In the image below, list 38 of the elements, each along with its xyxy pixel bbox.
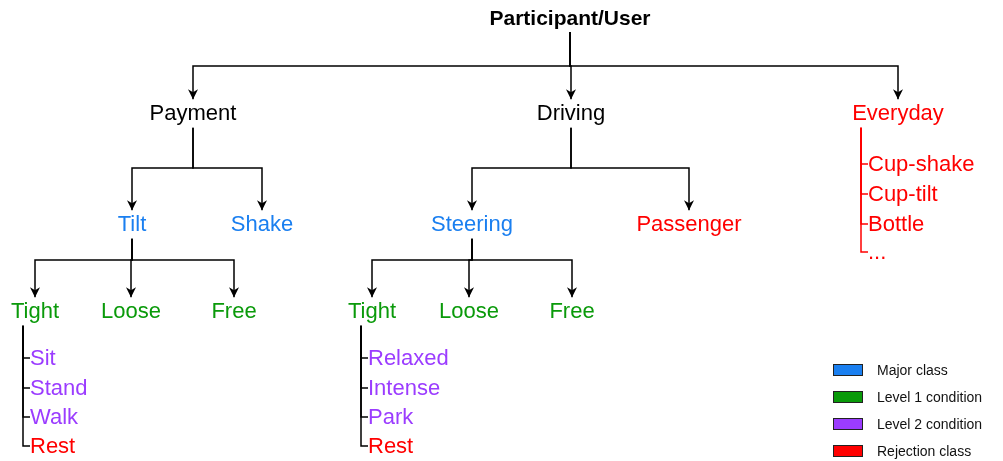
bracket-line — [22, 324, 31, 447]
arrow — [569, 31, 903, 101]
node-label: Tight — [347, 298, 397, 324]
node-label: Loose — [439, 298, 499, 324]
bracket-line — [360, 324, 369, 447]
list-item-label: Rest — [368, 433, 414, 459]
list-item-label: Cup-shake — [868, 151, 975, 177]
node-label: Shake — [230, 211, 294, 237]
list-item-label: Cup-tilt — [868, 181, 938, 207]
arrow — [192, 126, 267, 212]
arrow — [471, 237, 577, 299]
node-label: Participant/User — [489, 5, 651, 31]
list-item-label: ... — [868, 239, 887, 265]
list-item-label: Relaxed — [368, 345, 449, 371]
list-item-label: Rest — [30, 433, 76, 459]
node-label: Payment — [149, 100, 237, 126]
legend-label: Level 1 condition — [877, 389, 983, 405]
legend-label: Rejection class — [877, 443, 972, 459]
node-label: Free — [211, 298, 257, 324]
node-label: Tilt — [117, 211, 147, 237]
bracket-line — [860, 126, 869, 253]
node-label: Tight — [10, 298, 60, 324]
list-item-label: Stand — [30, 375, 88, 401]
list-item-label: Bottle — [868, 211, 925, 237]
legend-label: Major class — [877, 362, 948, 378]
list-item-label: Park — [368, 404, 414, 430]
list-item-label: Intense — [368, 375, 441, 401]
node-label: Steering — [431, 211, 513, 237]
node-label: Loose — [101, 298, 161, 324]
list-item-label: Sit — [30, 345, 56, 371]
node-label: Everyday — [852, 100, 944, 126]
node-label: Free — [549, 298, 595, 324]
node-label: Driving — [536, 100, 606, 126]
arrow — [570, 126, 694, 212]
arrow — [131, 237, 239, 299]
legend-label: Level 2 condition — [877, 416, 983, 432]
node-label: Passenger — [636, 211, 742, 237]
list-item-label: Walk — [30, 404, 79, 430]
